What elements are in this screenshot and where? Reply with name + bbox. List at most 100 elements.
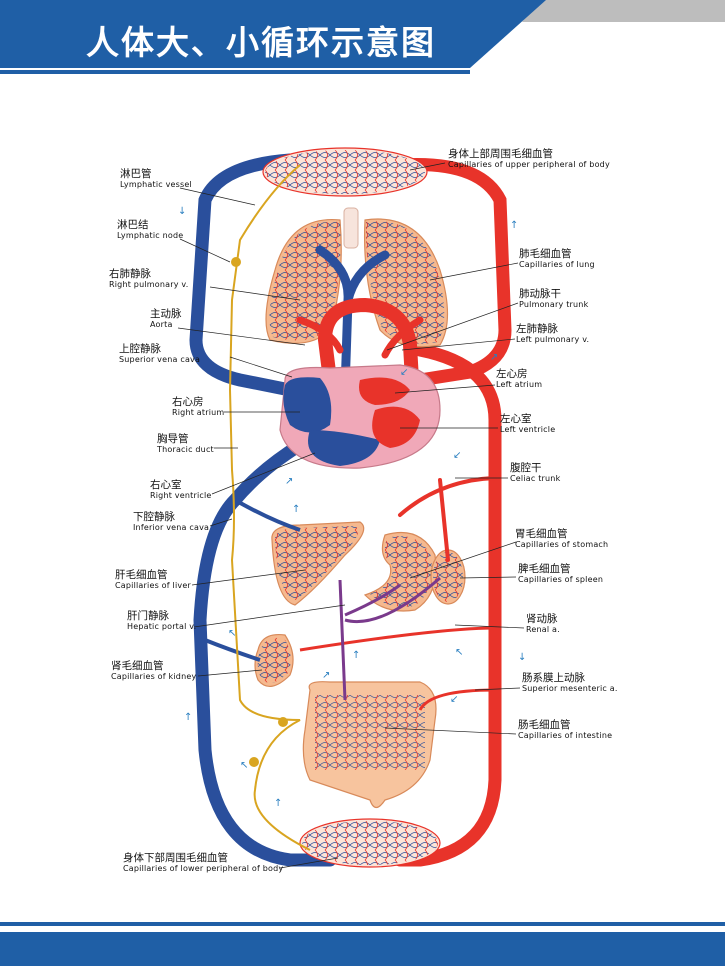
label-zh: 肠系膜上动脉 [522, 672, 585, 684]
label-zh: 胸导管 [157, 433, 189, 445]
lymph-node-upper [231, 257, 241, 267]
label-en: Capillaries of stomach [515, 540, 609, 550]
aortic-arch [317, 297, 419, 387]
svg-text:↖: ↖ [228, 628, 236, 639]
footer-thick-bar [0, 932, 725, 966]
svg-text:↓: ↓ [518, 652, 526, 663]
label-capillaries-of-stomach: 胃毛细血管 Capillaries of stomach [515, 528, 608, 549]
label-left-ventricle: 左心室 Left ventricle [500, 413, 555, 434]
label-left-pulmonary-v: 左肺静脉 Left pulmonary v. [516, 323, 589, 344]
celiac-trunk-artery [398, 476, 497, 562]
label-superior-mesenteric-a: 肠系膜上动脉 Superior mesenteric a. [522, 672, 618, 693]
label-thoracic-duct: 胸导管 Thoracic duct [157, 433, 214, 454]
label-en: Superior mesenteric a. [522, 684, 618, 694]
label-right-pulmonary-v: 右肺静脉 Right pulmonary v. [109, 268, 188, 289]
hepatic-portal-vein [338, 576, 441, 701]
vena-cava-loop [189, 153, 297, 397]
label-lymphatic-node: 淋巴结 Lymphatic node [117, 219, 183, 240]
label-right-atrium: 右心房 Right atrium [172, 396, 224, 417]
left-atrium-chamber [359, 377, 410, 405]
svg-text:↑: ↑ [510, 220, 518, 231]
label-hepatic-portal-v: 肝门静脉 Hepatic portal v. [127, 610, 196, 631]
trachea [343, 207, 359, 249]
label-en: Capillaries of lung [519, 260, 595, 270]
svg-text:↑: ↑ [352, 650, 360, 661]
label-capillaries-upper-body: 身体上部周围毛细血管 Capillaries of upper peripher… [448, 148, 610, 169]
aorta-loop [393, 157, 512, 387]
label-en: Lymphatic node [117, 231, 184, 241]
label-zh: 淋巴结 [117, 219, 149, 231]
label-zh: 上腔静脉 [119, 343, 161, 355]
svg-text:↗: ↗ [322, 670, 330, 681]
label-capillaries-lower-body: 身体下部周围毛细血管 Capillaries of lower peripher… [123, 852, 283, 873]
label-en: Superior vena cava [119, 355, 201, 365]
lymph-node-lower-2 [249, 757, 259, 767]
label-superior-vena-cava: 上腔静脉 Superior vena cava [119, 343, 200, 364]
descending-aorta [393, 343, 502, 867]
label-zh: 左心室 [500, 413, 532, 425]
label-lymphatic-vessel: 淋巴管 Lymphatic vessel [120, 168, 192, 189]
svg-text:↑: ↑ [292, 504, 300, 515]
label-en: Renal a. [526, 625, 560, 635]
inferior-vena-cava [193, 438, 337, 867]
svg-text:↑: ↑ [274, 798, 282, 809]
page-title: 人体大、小循环示意图 [86, 23, 436, 62]
label-zh: 身体下部周围毛细血管 [123, 852, 228, 864]
label-zh: 右肺静脉 [109, 268, 151, 280]
label-zh: 肺毛细血管 [519, 248, 572, 260]
label-zh: 右心室 [150, 479, 182, 491]
kidney-capillaries [257, 637, 291, 683]
label-en: Inferior vena cava [133, 523, 210, 533]
upper-capillary-network [265, 150, 425, 194]
label-en: Capillaries of upper peripheral of body [448, 160, 610, 170]
label-zh: 肾动脉 [526, 613, 558, 625]
svg-text:↗: ↗ [490, 352, 498, 363]
label-zh: 腹腔干 [510, 462, 542, 474]
svg-text:↙: ↙ [453, 450, 461, 461]
label-en: Right ventricle [150, 491, 212, 501]
label-zh: 肠毛细血管 [518, 719, 571, 731]
left-ventricle-chamber [372, 406, 420, 448]
svg-text:↙: ↙ [450, 694, 458, 705]
label-zh: 肺动脉干 [519, 288, 561, 300]
label-en: Thoracic duct [157, 445, 214, 455]
lymph-node-lower-1 [278, 717, 288, 727]
label-en: Capillaries of lower peripheral of body [123, 864, 284, 874]
label-celiac-trunk: 腹腔干 Celiac trunk [510, 462, 560, 483]
portal-to-ivc [234, 498, 301, 532]
label-zh: 胃毛细血管 [515, 528, 568, 540]
svg-text:↙: ↙ [400, 367, 408, 378]
label-zh: 左肺静脉 [516, 323, 558, 335]
header-banner [0, 0, 725, 74]
banner-grey-tab [522, 0, 725, 22]
label-zh: 脾毛细血管 [518, 563, 571, 575]
svg-text:↖: ↖ [240, 760, 248, 771]
label-en: Lymphatic vessel [120, 180, 192, 190]
banner-blue-panel [0, 0, 546, 68]
label-zh: 肝门静脉 [127, 610, 169, 622]
label-en: Capillaries of kidney [111, 672, 197, 682]
leader-lines [177, 162, 525, 869]
svg-text:↖: ↖ [455, 647, 463, 658]
stomach-capillaries [370, 536, 432, 607]
svg-text:↓: ↓ [178, 206, 186, 217]
label-en: Aorta [150, 320, 173, 330]
liver-capillaries [274, 526, 359, 600]
label-aorta: 主动脉 Aorta [150, 308, 182, 329]
label-zh: 右心房 [172, 396, 204, 408]
footer-thin-bar [0, 922, 725, 926]
thoracic-duct [228, 164, 311, 851]
right-atrium-chamber [283, 377, 332, 433]
superior-mesenteric-artery [418, 688, 496, 711]
label-en: Pulmonary trunk [519, 300, 589, 310]
label-en: Capillaries of spleen [518, 575, 604, 585]
label-en: Right atrium [172, 408, 225, 418]
spleen-capillaries [433, 552, 463, 602]
label-zh: 主动脉 [150, 308, 182, 320]
banner-underline [0, 70, 470, 74]
label-right-ventricle: 右心室 Right ventricle [150, 479, 212, 500]
renal-vein [204, 638, 261, 662]
label-pulmonary-trunk: 肺动脉干 Pulmonary trunk [519, 288, 588, 309]
label-zh: 下腔静脉 [133, 511, 175, 523]
label-zh: 肾毛细血管 [111, 660, 164, 672]
